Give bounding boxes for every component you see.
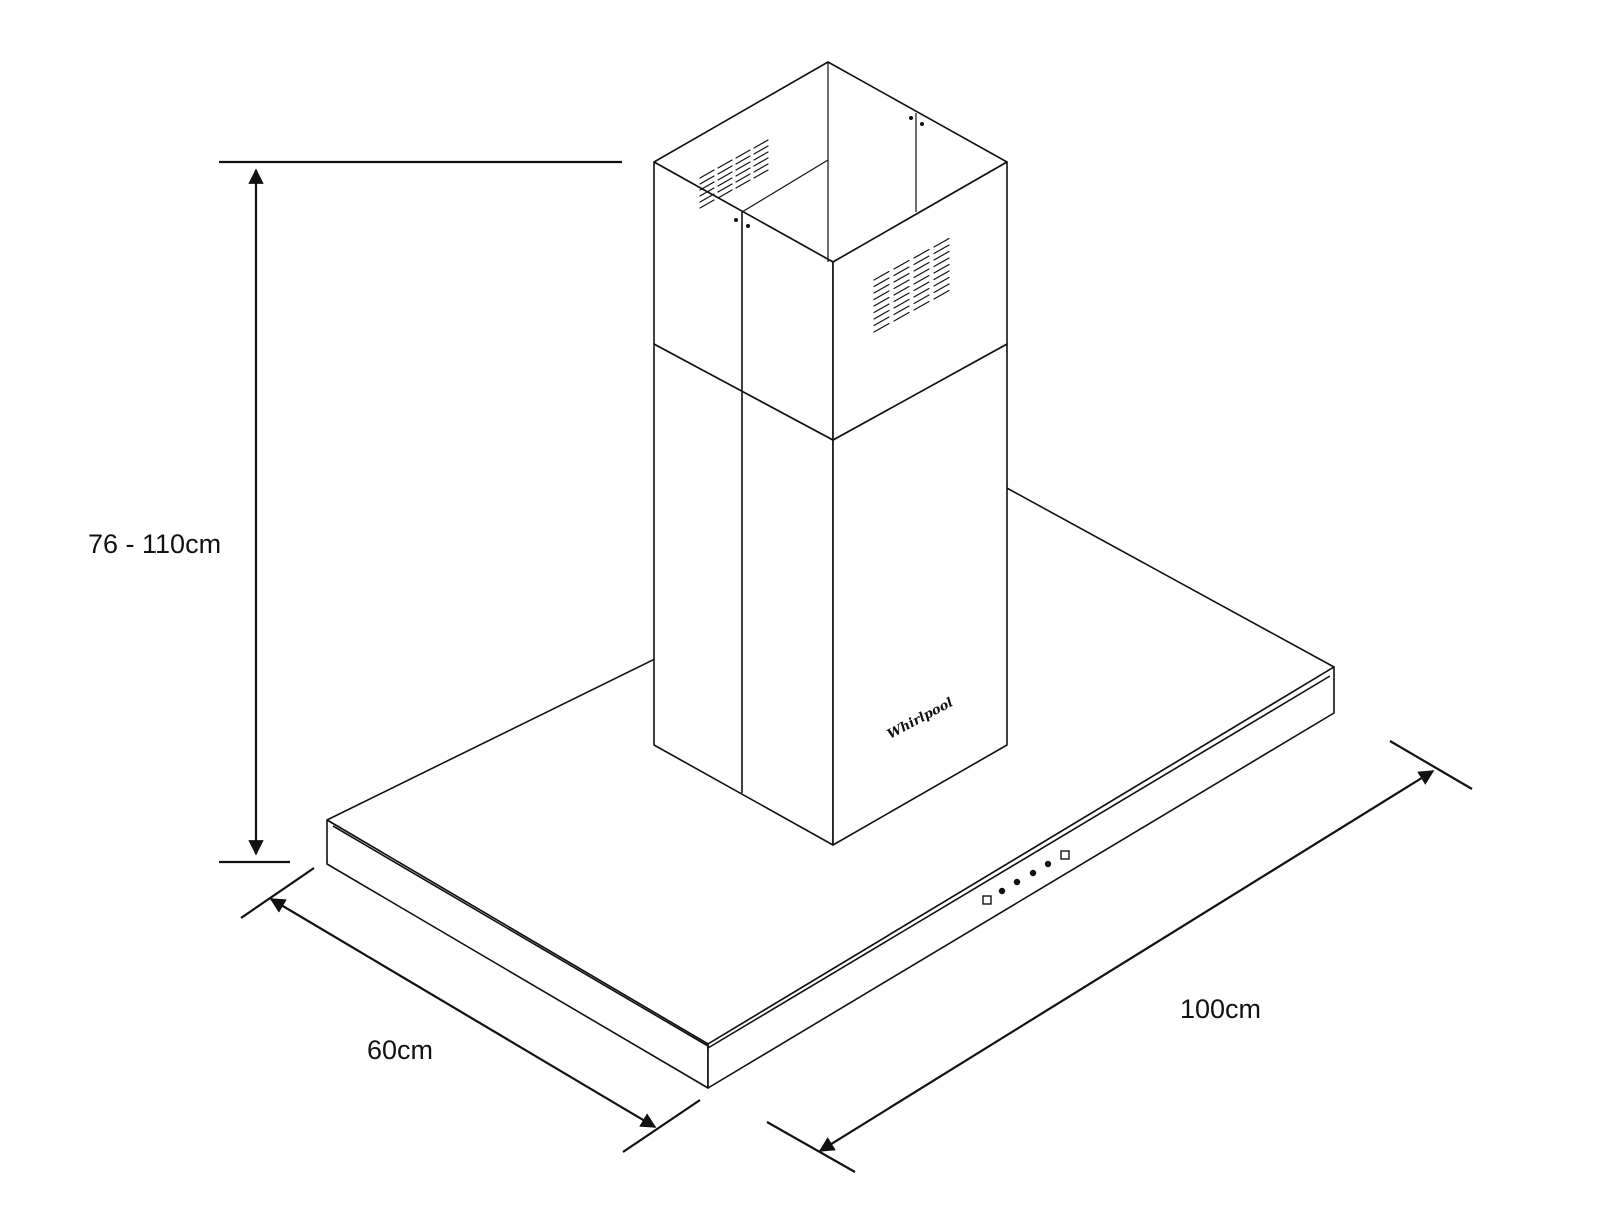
vent-slot xyxy=(717,165,733,175)
vent-slot xyxy=(699,175,715,185)
vent-slot xyxy=(753,139,769,149)
width-dimension-line xyxy=(818,770,1435,1152)
width-dimension-label: 100cm xyxy=(1180,994,1262,1024)
vent-slot xyxy=(735,179,751,189)
depth-dimension xyxy=(240,867,701,1153)
vent-slot xyxy=(717,183,733,193)
vent-slot xyxy=(893,266,910,277)
vent-slot xyxy=(913,281,930,292)
vent-slot xyxy=(913,300,930,311)
vent-slot xyxy=(735,167,751,177)
vent-slot xyxy=(913,248,930,259)
vent-slot xyxy=(933,263,950,274)
vent-slot xyxy=(893,305,910,316)
vent-slot xyxy=(753,169,769,179)
upper-chimney-right-face xyxy=(832,161,1008,441)
vent-slot xyxy=(933,257,950,268)
vent-slot xyxy=(873,270,890,281)
vent-slot xyxy=(893,272,910,283)
depth-extension-line-2 xyxy=(622,1099,701,1153)
vent-slot xyxy=(873,322,890,333)
vent-slot xyxy=(699,193,715,203)
vent-slot xyxy=(735,149,751,159)
vent-slot xyxy=(873,283,890,294)
vent-slots-right xyxy=(873,237,950,333)
vent-slot xyxy=(933,237,950,248)
vent-slot xyxy=(913,261,930,272)
screw-1 xyxy=(909,116,913,120)
vent-slot xyxy=(735,155,751,165)
screw-4 xyxy=(746,224,750,228)
vent-slot xyxy=(753,151,769,161)
vent-slot xyxy=(893,279,910,290)
vent-slot xyxy=(893,298,910,309)
height-dimension-label: 76 - 110cm xyxy=(88,529,222,559)
upper-chimney-rim xyxy=(741,159,829,213)
depth-dimension-line xyxy=(269,898,657,1128)
vent-slot xyxy=(873,303,890,314)
vent-slot xyxy=(913,287,930,298)
vent-slot xyxy=(873,290,890,301)
screws xyxy=(734,116,924,228)
screw-2 xyxy=(920,122,924,126)
width-dimension xyxy=(766,740,1473,1173)
vent-slot xyxy=(913,255,930,266)
vent-slot xyxy=(699,187,715,197)
vent-slot xyxy=(893,292,910,303)
vent-slot xyxy=(913,294,930,305)
control-button-5 xyxy=(1044,860,1052,868)
vent-slot xyxy=(893,285,910,296)
vent-slot xyxy=(913,274,930,285)
vent-slot xyxy=(933,244,950,255)
vent-slot xyxy=(753,163,769,173)
depth-extension-line-1 xyxy=(240,867,315,919)
vent-slot xyxy=(933,289,950,300)
vent-slot xyxy=(717,159,733,169)
vent-slot xyxy=(933,250,950,261)
vent-slot xyxy=(873,277,890,288)
vent-slot xyxy=(913,268,930,279)
vent-slot xyxy=(699,181,715,191)
vent-slot xyxy=(717,171,733,181)
control-button-3 xyxy=(1013,878,1021,886)
vent-slot xyxy=(735,161,751,171)
height-dimension xyxy=(219,160,622,864)
width-extension-line-2 xyxy=(1389,740,1473,790)
vent-slot xyxy=(873,316,890,327)
vent-slot xyxy=(717,189,733,199)
vent-slot xyxy=(699,169,715,179)
lower-chimney xyxy=(653,343,1008,846)
vent-slot xyxy=(893,311,910,322)
depth-dimension-label: 60cm xyxy=(367,1035,434,1065)
control-button-4 xyxy=(1029,869,1037,877)
vent-slots-back xyxy=(699,139,769,209)
screw-3 xyxy=(734,218,738,222)
vent-slot xyxy=(933,270,950,281)
vent-slot xyxy=(933,276,950,287)
vent-slot xyxy=(699,199,715,209)
upper-chimney xyxy=(653,61,1008,441)
vent-slot xyxy=(735,173,751,183)
vent-slot xyxy=(873,296,890,307)
vent-slot xyxy=(873,309,890,320)
vent-slot xyxy=(933,283,950,294)
vent-slot xyxy=(717,177,733,187)
width-extension-line-1 xyxy=(766,1121,856,1173)
control-button-2 xyxy=(998,887,1006,895)
vent-slot xyxy=(753,157,769,167)
vent-slot xyxy=(753,145,769,155)
vent-slot xyxy=(893,259,910,270)
